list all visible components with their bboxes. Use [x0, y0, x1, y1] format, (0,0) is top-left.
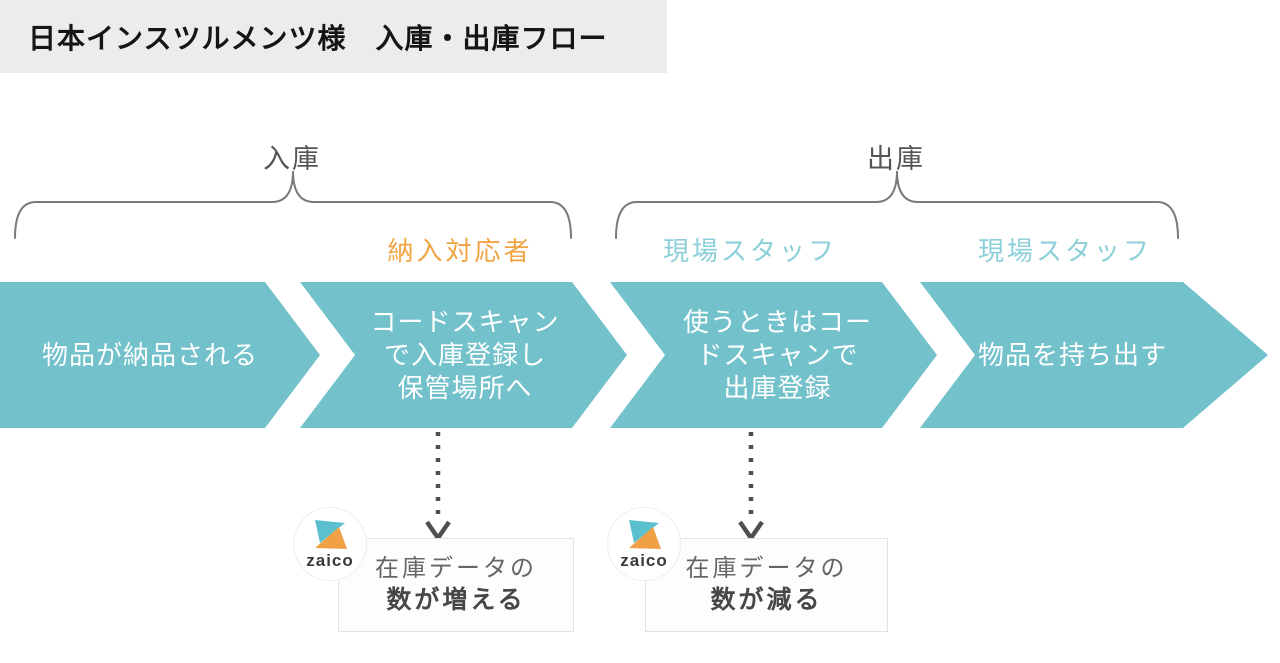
role-label-receiver: 納入対応者 [387, 236, 533, 266]
brace-inbound [14, 170, 572, 239]
step-2-line-1: コードスキャン [370, 306, 560, 337]
step-4-text: 物品を持ち出す [935, 282, 1210, 428]
phase-label-inbound: 入庫 [263, 144, 321, 174]
step-2-line-2: で入庫登録し [383, 339, 546, 370]
step-3-line-1: 使うときはコー [682, 306, 872, 337]
zaico-logo-badge-1: zaico [293, 507, 367, 581]
zaico-logo-badge-2: zaico [607, 507, 681, 581]
step-1-line-1: 物品が納品される [41, 339, 258, 370]
zaico-wordmark: zaico [306, 550, 354, 570]
step-4-line-1: 物品を持ち出す [977, 339, 1167, 370]
outcome-box-increase: 在庫データの 数が増える [338, 538, 574, 632]
title-bar: 日本インスツルメンツ様 入庫・出庫フロー [0, 0, 667, 73]
step-2-text: コードスキャン で入庫登録し 保管場所へ [330, 282, 600, 428]
step-1-text: 物品が納品される [0, 282, 300, 428]
step-3-line-3: 出庫登録 [723, 372, 832, 403]
outcome-increase-line-2: 数が増える [386, 586, 526, 614]
outcome-decrease-line-2: 数が減る [710, 586, 823, 614]
arrow-step-3 [610, 282, 937, 428]
page-title: 日本インスツルメンツ様 入庫・出庫フロー [28, 22, 608, 54]
zaico-mark-icon [315, 519, 347, 549]
role-label-field-staff-2: 現場スタッフ [977, 236, 1152, 266]
outcome-decrease-line-1: 在庫データの [685, 555, 848, 582]
step-2-line-3: 保管場所へ [397, 372, 533, 403]
step-3-line-2: ドスキャンで [696, 339, 859, 370]
outcome-box-decrease: 在庫データの 数が減る [645, 538, 888, 632]
zaico-wordmark: zaico [620, 550, 668, 570]
dotted-arrow-decrease [738, 432, 764, 541]
zaico-mark-icon [629, 519, 661, 549]
phase-label-outbound: 出庫 [867, 144, 925, 174]
role-label-field-staff-1: 現場スタッフ [662, 236, 837, 266]
arrow-step-4 [920, 282, 1268, 428]
step-3-text: 使うときはコー ドスキャンで 出庫登録 [645, 282, 910, 428]
arrow-step-2 [300, 282, 627, 428]
brace-outbound [615, 170, 1179, 239]
arrow-step-1 [0, 282, 320, 428]
dotted-arrow-increase [425, 432, 451, 541]
process-arrows [0, 282, 1268, 428]
outcome-increase-line-1: 在庫データの [375, 555, 537, 582]
